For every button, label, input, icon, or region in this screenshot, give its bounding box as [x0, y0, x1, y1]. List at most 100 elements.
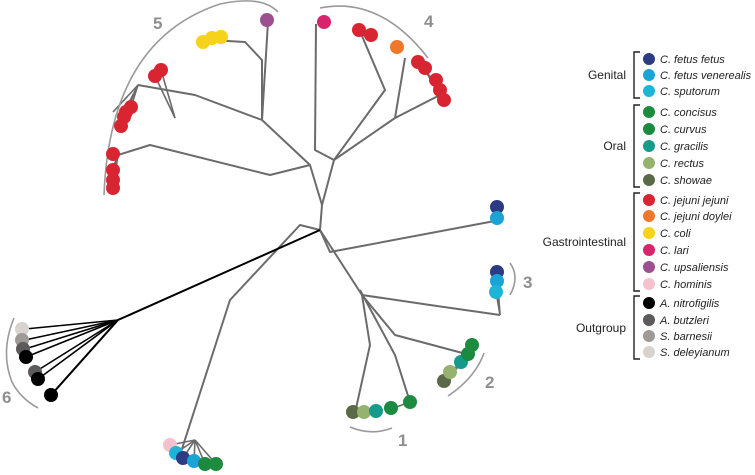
tip-node — [31, 372, 45, 386]
tip-node — [390, 40, 404, 54]
legend-species-label: A. butzleri — [659, 315, 709, 327]
legend-swatch — [643, 174, 655, 186]
tip-node — [346, 405, 360, 419]
legend-swatch — [643, 210, 655, 222]
tip-node — [106, 147, 120, 161]
legend-swatch — [643, 157, 655, 169]
legend-bracket — [633, 295, 640, 360]
leaf-branch — [154, 75, 176, 119]
legend-species-label: S. deleyianum — [660, 347, 730, 359]
legend-bracket — [633, 51, 640, 99]
clade-bracket — [103, 0, 279, 196]
tip-node — [317, 15, 331, 29]
legend-swatch — [643, 330, 655, 342]
tip-node — [260, 13, 274, 27]
tree-branch — [314, 23, 335, 206]
tree-branch — [261, 119, 323, 206]
legend-species-label: C. jejuni doylei — [660, 211, 732, 223]
tip-node — [369, 404, 383, 418]
legend-species-label: C. hominis — [660, 279, 712, 291]
legend-species-label: C. sputorum — [660, 86, 720, 98]
legend-species-label: C. showae — [660, 175, 712, 187]
clade-bracket — [5, 317, 39, 409]
tip-node — [384, 401, 398, 415]
tree-branch — [137, 84, 263, 121]
tree-branch — [333, 35, 386, 161]
tip-node — [176, 451, 190, 465]
legend-bracket — [633, 104, 640, 188]
tree-branch — [179, 224, 321, 456]
legend-group-label: Oral — [603, 139, 626, 153]
tip-node — [490, 211, 504, 225]
legend-swatch — [643, 123, 655, 135]
legend-swatch — [643, 194, 655, 206]
tip-node — [443, 365, 457, 379]
legend-swatch — [643, 85, 655, 97]
outgroup-branch — [51, 229, 321, 395]
legend-species-label: C. fetus fetus — [660, 54, 725, 66]
legend-swatch — [643, 278, 655, 290]
legend-species-label: S. barnesii — [660, 331, 713, 343]
legend-group-label: Gastrointestinal — [543, 235, 626, 249]
tree-branch — [394, 57, 406, 119]
leaf-branch — [25, 319, 119, 358]
tip-node — [15, 322, 29, 336]
tip-node — [44, 388, 58, 402]
clade-brackets — [5, 0, 516, 433]
legend-group-label: Outgroup — [576, 321, 626, 335]
tip-node — [198, 457, 212, 471]
legend-swatch — [643, 69, 655, 81]
legend-swatch — [643, 106, 655, 118]
tree-branch — [333, 94, 441, 161]
legend-species-label: C. gracilis — [660, 141, 709, 153]
tip-node — [465, 338, 479, 352]
tip-node — [403, 395, 417, 409]
legend-species-label: C. concisus — [660, 107, 717, 119]
clade-labels: 1 2 3 4 5 6 — [2, 12, 532, 450]
tip-node — [209, 457, 223, 471]
leaf-branch — [112, 84, 139, 113]
legend-species-label: C. jejuni jejuni — [660, 195, 729, 207]
legend-swatch — [643, 314, 655, 326]
tip-nodes — [15, 13, 504, 471]
leaf-branch — [37, 319, 119, 380]
tree-branch — [359, 289, 411, 403]
tip-node — [437, 93, 451, 107]
tree-branch — [319, 229, 371, 414]
legend-swatch — [643, 346, 655, 358]
tree-branch — [209, 39, 263, 120]
tree-branch — [361, 294, 501, 316]
clade-label-4: 4 — [424, 12, 434, 31]
leaf-branch — [160, 69, 176, 119]
leaf-branch — [24, 319, 119, 330]
tree-branch — [319, 219, 501, 253]
clade-label-1: 1 — [398, 431, 407, 450]
tip-node — [418, 61, 432, 75]
legend-swatch — [643, 227, 655, 239]
legend-species-label: A. nitrofigilis — [659, 298, 720, 310]
tip-node — [19, 350, 33, 364]
tip-node — [106, 181, 120, 195]
leaf-branch — [24, 319, 119, 341]
legend-species-label: C. curvus — [660, 124, 707, 136]
legend-swatch — [643, 53, 655, 65]
clade-label-6: 6 — [2, 388, 11, 407]
tree-branch — [361, 294, 471, 356]
legend-group-label: Genital — [588, 68, 626, 82]
legend-species-label: C. lari — [660, 245, 689, 257]
leaf-branch — [51, 319, 119, 395]
legend-species-label: C. rectus — [660, 158, 705, 170]
legend-species-label: C. coli — [660, 228, 691, 240]
clade-label-3: 3 — [523, 273, 532, 292]
leaf-branch — [34, 319, 119, 373]
tip-node — [114, 119, 128, 133]
clade-label-5: 5 — [153, 14, 162, 33]
clade-bracket — [509, 262, 516, 296]
clade-bracket — [319, 5, 429, 59]
tip-node — [364, 28, 378, 42]
tree-branch — [261, 21, 269, 121]
clade-label-2: 2 — [485, 373, 494, 392]
tip-node — [352, 23, 366, 37]
leaf-branch — [24, 319, 119, 350]
